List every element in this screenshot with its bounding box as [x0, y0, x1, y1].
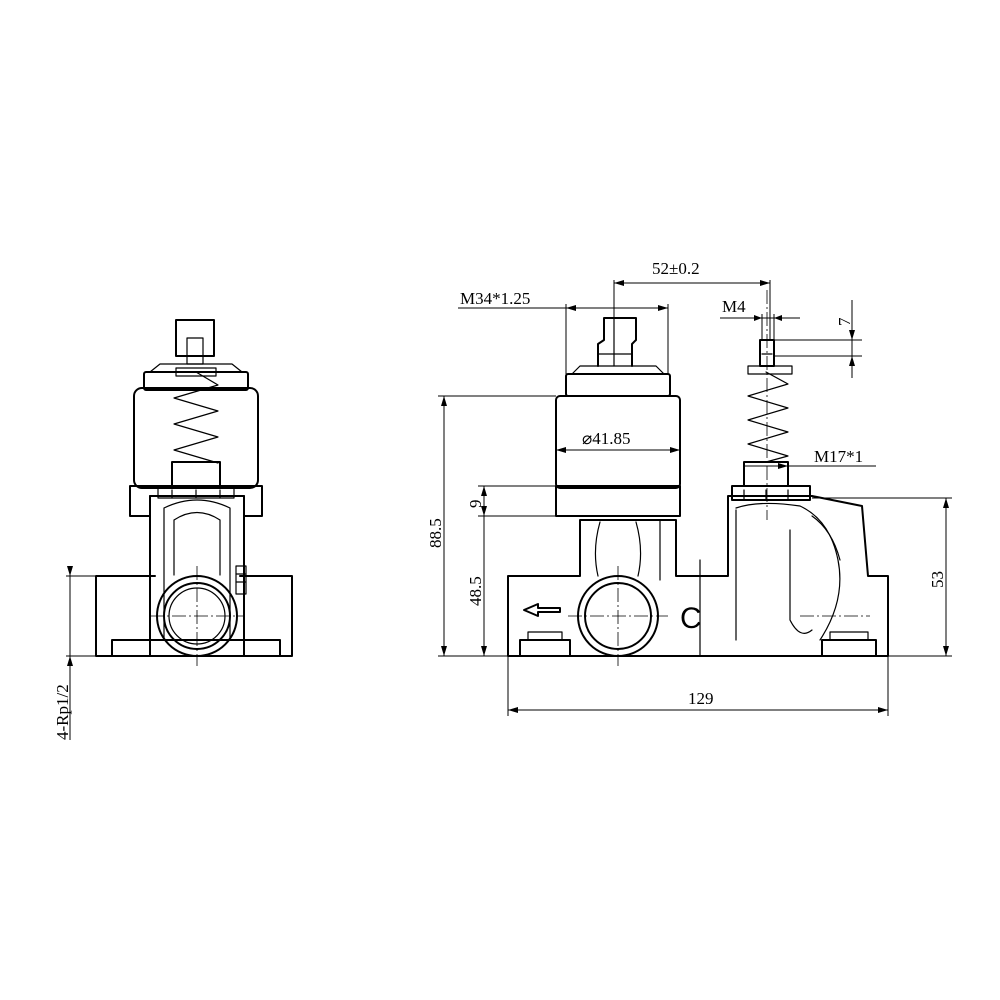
front-view [95, 319, 293, 657]
right-foot [821, 639, 877, 657]
overall-height-dimension: 88.5 [426, 395, 556, 657]
left-foot [519, 639, 571, 657]
nut-thread-label: M17*1 [814, 447, 863, 466]
cold-marking: C [680, 602, 702, 635]
spindle-spacing-label: 52±0.2 [652, 259, 700, 278]
left-pipe-stub [95, 575, 156, 657]
pin-thread-dimension: M4 [720, 297, 800, 340]
side-nut-base [731, 485, 811, 501]
front-flange [129, 485, 263, 517]
flange-height-label: 9 [466, 500, 485, 509]
center-height-label: 48.5 [466, 576, 485, 606]
rp-thread-label: 4-Rp1/2 [53, 684, 72, 740]
cartridge-diameter-label: ⌀41.85 [582, 429, 631, 448]
rp-thread-dimension: 4-Rp1/2 [53, 566, 96, 740]
side-stem [597, 317, 637, 367]
cartridge-diameter-dimension: ⌀41.85 [556, 429, 680, 453]
center-height-dimension: 48.5 [466, 516, 487, 656]
side-flange [555, 485, 681, 517]
overall-width-label: 129 [688, 689, 714, 708]
front-cartridge-housing [133, 387, 259, 489]
nut-thread-dimension: M17*1 [744, 447, 876, 469]
overall-width-dimension: 129 [507, 656, 889, 716]
body-height-label: 53 [928, 571, 947, 588]
side-spring [747, 371, 789, 463]
side-body [507, 495, 889, 657]
side-cartridge-cap [565, 373, 671, 397]
overall-height-label: 88.5 [426, 518, 445, 548]
flow-arrow [523, 603, 561, 617]
side-view: C [507, 317, 889, 657]
front-spring [173, 371, 219, 464]
center-lines [150, 290, 870, 666]
body-height-dimension: 53 [812, 497, 952, 657]
front-nut [171, 461, 221, 487]
pin-length-label: 7 [835, 317, 854, 326]
right-pipe-stub [239, 575, 293, 657]
spindle-spacing-dimension: 52±0.2 [613, 259, 771, 340]
front-base-plate [111, 639, 281, 657]
cartridge-thread-label: M34*1.25 [460, 289, 530, 308]
flange-height-dimension: 9 [466, 485, 556, 517]
front-side-lug [235, 565, 247, 595]
pin-thread-label: M4 [722, 297, 746, 316]
pin-length-dimension: 7 [774, 300, 862, 378]
cartridge-thread-dimension: M34*1.25 [458, 289, 669, 374]
